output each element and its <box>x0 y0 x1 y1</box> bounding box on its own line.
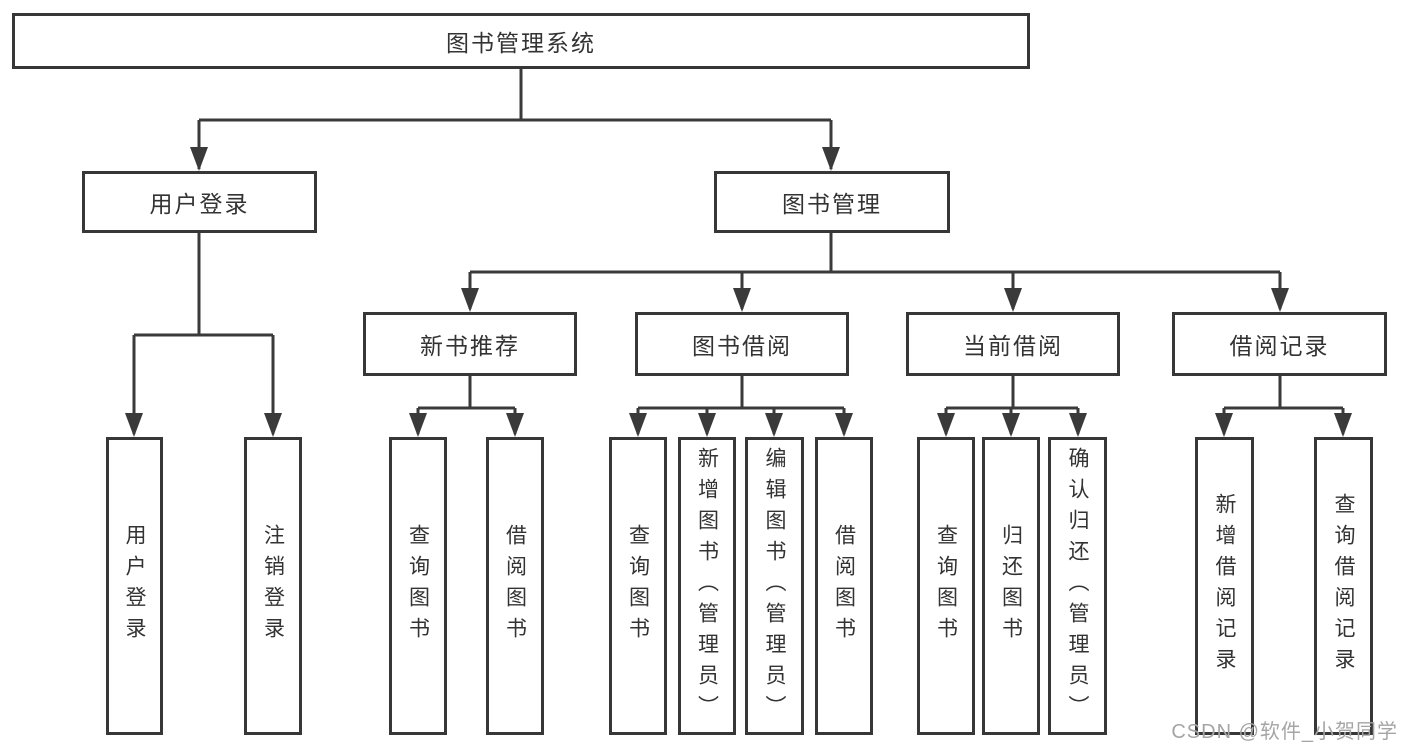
leaf-cb-return-books: 归还图书 <box>982 437 1040 735</box>
node-root: 图书管理系统 <box>12 13 1030 69</box>
connector-book-management-children <box>461 233 1289 312</box>
leaf-cb-query-books: 查询图书 <box>917 437 975 735</box>
leaf-logout: 注销登录 <box>244 437 302 735</box>
leaf-br-query-record: 查询借阅记录 <box>1314 437 1373 735</box>
leaf-br-add-record: 新增借阅记录 <box>1195 437 1254 735</box>
leaf-bb-edit-books: 编辑图书（管理员） <box>745 437 804 735</box>
leaf-user-login: 用户登录 <box>106 437 163 735</box>
connector-new-book-recommendation-children <box>409 376 524 437</box>
connector-root-to-level2 <box>190 69 840 171</box>
node-book-management: 图书管理 <box>714 171 950 233</box>
connector-book-borrowing-children <box>629 376 853 437</box>
connector-borrowing-records-children <box>1215 376 1352 437</box>
leaf-bb-add-books: 新增图书（管理员） <box>678 437 736 735</box>
connector-current-borrowing-children <box>937 376 1087 437</box>
node-borrowing-records: 借阅记录 <box>1172 312 1387 376</box>
node-user-login: 用户登录 <box>82 171 317 233</box>
csdn-watermark: CSDN @软件_小贺同学 <box>1171 721 1398 743</box>
leaf-bb-borrow-books: 借阅图书 <box>815 437 873 735</box>
connector-user-login-children <box>125 233 282 437</box>
node-book-borrowing: 图书借阅 <box>635 312 849 376</box>
leaf-cb-confirm-return: 确认归还（管理员） <box>1048 437 1107 735</box>
leaf-nbr-borrow-books: 借阅图书 <box>486 437 544 735</box>
node-new-book-recommendation: 新书推荐 <box>363 312 577 376</box>
leaf-nbr-query-books: 查询图书 <box>389 437 447 735</box>
node-current-borrowing: 当前借阅 <box>906 312 1120 376</box>
leaf-bb-query-books: 查询图书 <box>609 437 667 735</box>
